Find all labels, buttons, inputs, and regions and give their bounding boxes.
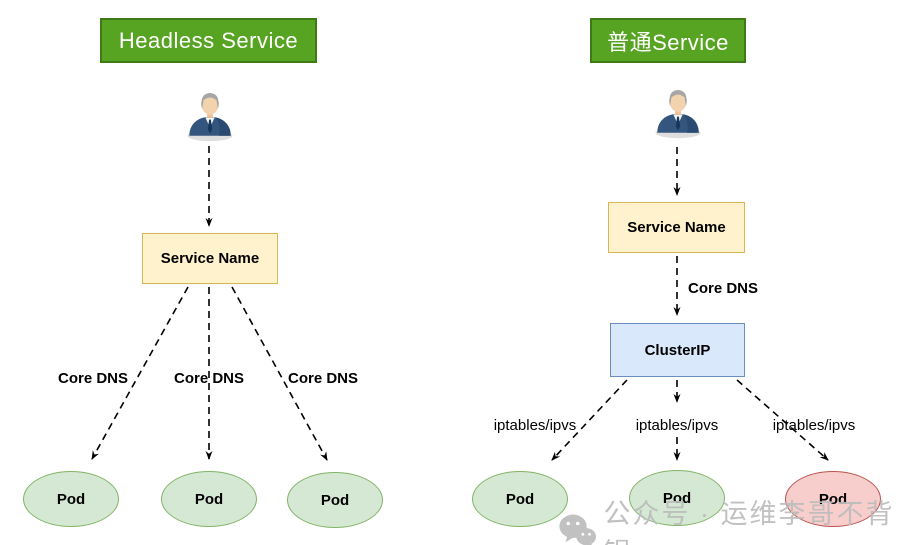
- right-edge-label-iptables-3: iptables/ipvs: [772, 417, 856, 434]
- right-edge-label-iptables-2: iptables/ipvs: [635, 417, 719, 434]
- left-pod-2: Pod: [161, 471, 257, 527]
- watermark-text: 公众号 · 运维李哥不背锅: [603, 499, 895, 545]
- left-service-name-box: Service Name: [142, 233, 278, 284]
- left-edge-label-core-dns-3: Core DNS: [287, 370, 358, 387]
- person-icon: [187, 93, 233, 142]
- left-pod-2-label: Pod: [194, 490, 224, 508]
- left-edge-label-core-dns-1: Core DNS: [57, 370, 128, 387]
- left-service-name-label: Service Name: [160, 250, 260, 267]
- left-pod-1-label: Pod: [56, 490, 86, 508]
- left-pod-1: Pod: [23, 471, 119, 527]
- person-icon: [655, 90, 701, 139]
- right-service-name-box: Service Name: [608, 202, 745, 253]
- right-edge-label-iptables-1: iptables/ipvs: [493, 417, 577, 434]
- right-pod-2-label: Pod: [662, 489, 692, 507]
- normal-service-title: 普通Service: [590, 18, 746, 63]
- headless-service-title: Headless Service: [100, 18, 317, 63]
- right-service-name-label: Service Name: [627, 219, 726, 236]
- right-pod-2: Pod: [629, 470, 725, 526]
- right-core-dns-label: Core DNS: [688, 280, 759, 297]
- watermark: 公众号 · 运维李哥不背锅: [558, 492, 904, 545]
- left-edge-label-core-dns-2: Core DNS: [173, 370, 244, 387]
- clusterip-box: ClusterIP: [610, 323, 745, 377]
- left-pod-3: Pod: [287, 472, 383, 528]
- right-pod-3-label: Pod: [818, 490, 848, 508]
- normal-service-title-label: 普通Service: [607, 29, 729, 55]
- headless-service-title-label: Headless Service: [118, 27, 299, 53]
- right-pod-1: Pod: [472, 471, 568, 527]
- right-pod-1-label: Pod: [505, 490, 535, 508]
- wechat-icon: [559, 514, 597, 545]
- left-pod-3-label: Pod: [320, 491, 350, 509]
- right-pod-3: Pod: [785, 471, 881, 527]
- clusterip-label: ClusterIP: [644, 341, 711, 359]
